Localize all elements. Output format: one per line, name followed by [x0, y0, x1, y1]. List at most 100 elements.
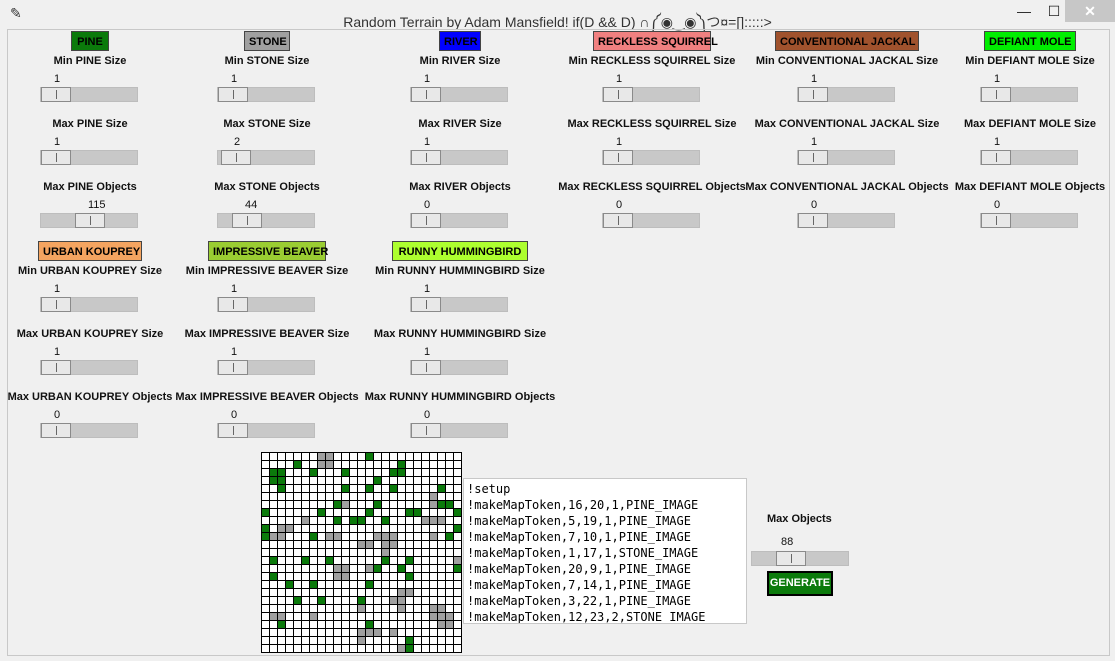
max-objects-slider-thumb[interactable]	[776, 551, 806, 566]
defiant_mole-max-slider-thumb[interactable]	[981, 150, 1011, 165]
runny_hummingbird-objects-slider[interactable]	[410, 423, 508, 438]
map-cell-empty	[302, 565, 310, 573]
stone-objects-slider[interactable]	[217, 213, 315, 228]
impressive_beaver-max-slider-thumb[interactable]	[218, 360, 248, 375]
urban_kouprey-min-slider[interactable]	[40, 297, 138, 312]
urban_kouprey-min-slider-thumb[interactable]	[41, 297, 71, 312]
reckless_squirrel-min-slider[interactable]	[602, 87, 700, 102]
stone-tag[interactable]: STONE	[244, 31, 290, 51]
impressive_beaver-objects-slider[interactable]	[217, 423, 315, 438]
conventional_jackal-max-slider[interactable]	[797, 150, 895, 165]
urban_kouprey-objects-slider[interactable]	[40, 423, 138, 438]
output-textbox[interactable]: !setup!makeMapToken,16,20,1,PINE_IMAGE!m…	[463, 478, 747, 624]
map-cell-empty	[294, 645, 302, 653]
conventional_jackal-min-slider[interactable]	[797, 87, 895, 102]
reckless_squirrel-max-slider-thumb[interactable]	[603, 150, 633, 165]
reckless_squirrel-tag[interactable]: RECKLESS SQUIRREL	[593, 31, 718, 51]
map-cell-empty	[390, 501, 398, 509]
defiant_mole-objects-slider[interactable]	[980, 213, 1078, 228]
conventional_jackal-objects-slider[interactable]	[797, 213, 895, 228]
impressive_beaver-objects-slider-thumb[interactable]	[218, 423, 248, 438]
map-cell-empty	[374, 453, 382, 461]
reckless_squirrel-max-slider[interactable]	[602, 150, 700, 165]
map-cell-empty	[382, 589, 390, 597]
stone-objects-slider-thumb[interactable]	[232, 213, 262, 228]
impressive_beaver-max-slider[interactable]	[217, 360, 315, 375]
maximize-button[interactable]: ☐	[1047, 3, 1061, 19]
defiant_mole-objects-slider-thumb[interactable]	[981, 213, 1011, 228]
river-objects-slider[interactable]	[410, 213, 508, 228]
river-max-slider-thumb[interactable]	[411, 150, 441, 165]
map-cell-empty	[350, 509, 358, 517]
river-tag[interactable]: RIVER	[439, 31, 481, 51]
map-cell-empty	[334, 453, 342, 461]
map-cell-empty	[414, 469, 422, 477]
river-min-slider[interactable]	[410, 87, 508, 102]
stone-min-slider[interactable]	[217, 87, 315, 102]
defiant_mole-max-slider[interactable]	[980, 150, 1078, 165]
generate-button[interactable]: GENERATE	[767, 571, 833, 596]
conventional_jackal-tag[interactable]: CONVENTIONAL JACKAL	[775, 31, 919, 51]
map-cell-empty	[262, 565, 270, 573]
defiant_mole-tag[interactable]: DEFIANT MOLE	[984, 31, 1076, 51]
map-cell-empty	[278, 509, 286, 517]
stone-max-slider-thumb[interactable]	[221, 150, 251, 165]
pine-max-slider-thumb[interactable]	[41, 150, 71, 165]
urban_kouprey-tag[interactable]: URBAN KOUPREY	[38, 241, 142, 261]
map-cell-empty	[454, 573, 462, 581]
close-button[interactable]: ✕	[1065, 0, 1115, 22]
pine-min-slider-thumb[interactable]	[41, 87, 71, 102]
impressive_beaver-tag[interactable]: IMPRESSIVE BEAVER	[208, 241, 328, 261]
river-max-slider[interactable]	[410, 150, 508, 165]
map-cell-empty	[422, 549, 430, 557]
impressive_beaver-min-slider-thumb[interactable]	[218, 297, 248, 312]
river-min-slider-thumb[interactable]	[411, 87, 441, 102]
conventional_jackal-max-slider-thumb[interactable]	[798, 150, 828, 165]
pine-objects-slider-thumb[interactable]	[75, 213, 105, 228]
map-cell-pine	[366, 621, 374, 629]
map-cell-stone	[430, 533, 438, 541]
defiant_mole-objects-value: 0	[994, 199, 1001, 211]
minimize-button[interactable]: —	[1017, 3, 1031, 19]
reckless_squirrel-min-value: 1	[616, 73, 623, 85]
reckless_squirrel-objects-slider-thumb[interactable]	[603, 213, 633, 228]
runny_hummingbird-min-slider[interactable]	[410, 297, 508, 312]
map-cell-empty	[446, 549, 454, 557]
map-cell-stone	[390, 533, 398, 541]
runny_hummingbird-objects-slider-thumb[interactable]	[411, 423, 441, 438]
reckless_squirrel-min-slider-thumb[interactable]	[603, 87, 633, 102]
map-cell-empty	[278, 573, 286, 581]
urban_kouprey-max-slider[interactable]	[40, 360, 138, 375]
impressive_beaver-min-slider[interactable]	[217, 297, 315, 312]
map-cell-empty	[334, 477, 342, 485]
map-cell-empty	[286, 477, 294, 485]
max-objects-slider[interactable]	[751, 551, 849, 566]
pine-max-slider[interactable]	[40, 150, 138, 165]
map-cell-empty	[302, 581, 310, 589]
reckless_squirrel-objects-slider[interactable]	[602, 213, 700, 228]
map-cell-empty	[358, 493, 366, 501]
map-cell-empty	[430, 565, 438, 573]
runny_hummingbird-tag[interactable]: RUNNY HUMMINGBIRD	[392, 241, 528, 261]
urban_kouprey-max-slider-thumb[interactable]	[41, 360, 71, 375]
map-cell-empty	[398, 541, 406, 549]
runny_hummingbird-max-slider-thumb[interactable]	[411, 360, 441, 375]
defiant_mole-min-slider[interactable]	[980, 87, 1078, 102]
pine-min-slider[interactable]	[40, 87, 138, 102]
stone-max-slider[interactable]	[217, 150, 315, 165]
runny_hummingbird-min-slider-thumb[interactable]	[411, 297, 441, 312]
stone-min-value: 1	[231, 73, 238, 85]
output-line: !makeMapToken,20,9,1,PINE_IMAGE	[467, 562, 691, 576]
urban_kouprey-objects-slider-thumb[interactable]	[41, 423, 71, 438]
map-cell-empty	[414, 565, 422, 573]
river-objects-slider-thumb[interactable]	[411, 213, 441, 228]
map-cell-empty	[398, 453, 406, 461]
pine-tag[interactable]: PINE	[71, 31, 109, 51]
conventional_jackal-objects-slider-thumb[interactable]	[798, 213, 828, 228]
defiant_mole-min-slider-thumb[interactable]	[981, 87, 1011, 102]
map-cell-empty	[318, 541, 326, 549]
stone-min-slider-thumb[interactable]	[218, 87, 248, 102]
pine-objects-slider[interactable]	[40, 213, 138, 228]
runny_hummingbird-max-slider[interactable]	[410, 360, 508, 375]
conventional_jackal-min-slider-thumb[interactable]	[798, 87, 828, 102]
